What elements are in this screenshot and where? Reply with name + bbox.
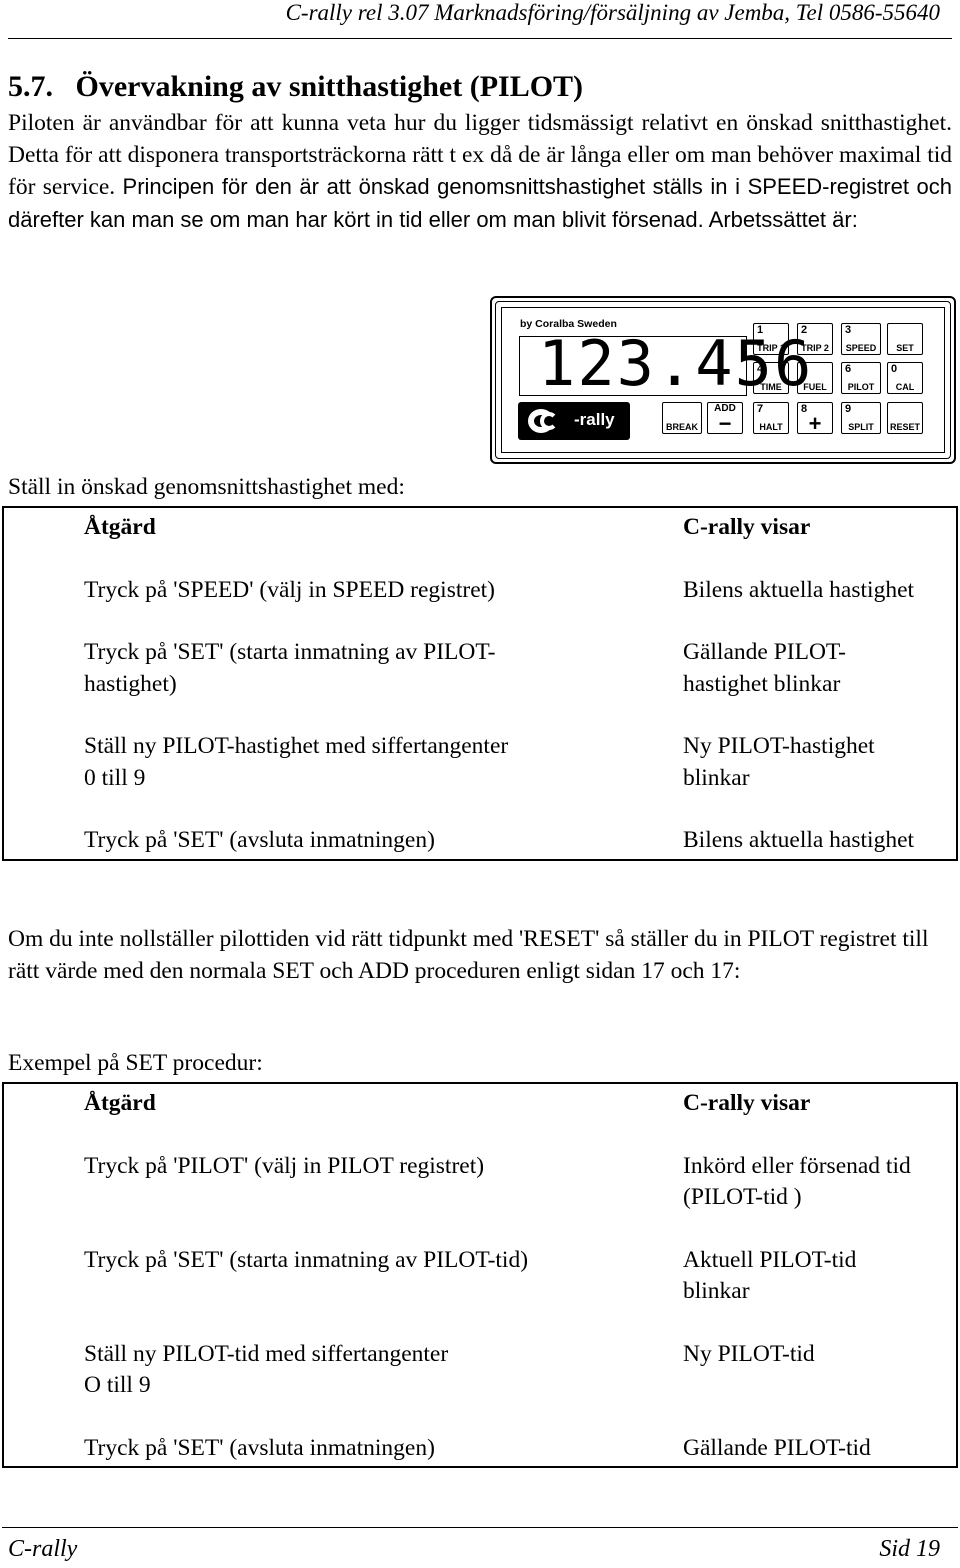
- intro-text-serif: Piloten är användbar för att kunna veta …: [8, 110, 952, 200]
- table-row: Tryck på 'SET' (starta inmatning av PILO…: [3, 1214, 957, 1308]
- key-time[interactable]: 4 TIME: [753, 362, 789, 394]
- logo-text: -rally: [574, 410, 615, 429]
- table-row: Tryck på 'SET' (avsluta inmatningen) Bil…: [3, 794, 957, 860]
- key-label: SET: [896, 343, 914, 353]
- table-row: Ställ ny PILOT-tid med siffertangenter O…: [3, 1308, 957, 1402]
- device-display: 123.456: [519, 327, 811, 400]
- key-number: 2: [801, 324, 808, 336]
- key-label: BREAK: [665, 422, 698, 432]
- key-set[interactable]: SET: [887, 323, 923, 355]
- key-add-minus[interactable]: ADD −: [707, 402, 743, 436]
- display-cell: Bilens aktuella hastighet: [683, 576, 915, 603]
- key-number: 0: [891, 363, 898, 375]
- display-cell: Bilens aktuella hastighet: [683, 827, 915, 853]
- table1-intro: Ställ in önskad genomsnittshastighet med…: [8, 474, 405, 500]
- action-cell: Tryck på 'SET' (starta inmatning av PILO…: [84, 639, 496, 697]
- section-title-text: Övervakning av snitthastighet (PILOT): [75, 70, 584, 103]
- logo-c-inner-icon: [540, 412, 558, 430]
- device-outer-frame: [490, 296, 956, 464]
- key-label: CAL: [895, 382, 915, 392]
- key-trip2[interactable]: 2 TRIP 2: [797, 323, 833, 355]
- key-label: PILOT: [847, 382, 875, 392]
- device-faceplate: by Coralba Sweden 123.456 -rally BREAK A…: [501, 307, 945, 453]
- key-label: TRIP 2: [801, 343, 829, 353]
- key-label: SPLIT: [848, 422, 874, 432]
- intro-paragraph: Piloten är användbar för att kunna veta …: [8, 108, 952, 236]
- footer-product: C-rally: [8, 1536, 78, 1562]
- table-row: Tryck på 'PILOT' (välj in PILOT registre…: [3, 1120, 957, 1214]
- key-label: TRIP 1: [757, 343, 785, 353]
- c-rally-logo: -rally: [518, 402, 630, 440]
- key-label: ADD: [714, 403, 736, 414]
- table-row: Ställ ny PILOT-hastighet med siffertange…: [3, 700, 957, 794]
- device-byline: by Coralba Sweden: [520, 318, 617, 330]
- section-title: 5.7. Övervakning av snitthastighet (PILO…: [8, 70, 583, 104]
- reset-paragraph: Om du inte nollställer pilottiden vid rä…: [8, 926, 929, 984]
- key-number: 7: [757, 403, 764, 415]
- table-header-row: Åtgärd C-rally visar: [3, 507, 957, 544]
- display-cell: Inkörd eller försenad tid (PILOT-tid ): [683, 1152, 911, 1211]
- key-plus[interactable]: 8 +: [797, 402, 833, 436]
- key-label: SPEED: [845, 343, 877, 353]
- header-rule: [8, 38, 952, 39]
- key-label: FUEL: [803, 382, 827, 392]
- key-number: 3: [845, 324, 852, 336]
- key-reset[interactable]: RESET: [887, 402, 923, 434]
- footer-rule: [2, 1527, 958, 1528]
- page-number: Sid 19: [879, 1536, 940, 1562]
- column-header-display: C-rally visar: [683, 1090, 811, 1116]
- key-number: 6: [845, 363, 852, 375]
- key-trip1[interactable]: 1 TRIP 1: [753, 323, 789, 355]
- key-pilot[interactable]: 6 PILOT: [841, 362, 881, 394]
- key-label: HALT: [759, 422, 783, 432]
- key-number: 1: [757, 324, 764, 336]
- action-cell: Tryck på 'SET' (avsluta inmatningen): [84, 827, 435, 853]
- key-break[interactable]: BREAK: [662, 402, 702, 434]
- key-number: 9: [845, 403, 852, 415]
- section-number: 5.7.: [8, 70, 53, 103]
- device-mid-frame: [495, 301, 951, 459]
- action-cell: Ställ ny PILOT-tid med siffertangenter O…: [84, 1340, 449, 1399]
- key-speed[interactable]: 3 SPEED: [841, 323, 881, 355]
- steps-table-speed: Åtgärd C-rally visar Tryck på 'SPEED' (v…: [2, 506, 958, 861]
- action-cell: Tryck på 'SPEED' (välj in SPEED registre…: [84, 576, 495, 603]
- table-row: Tryck på 'SET' (starta inmatning av PILO…: [3, 606, 957, 700]
- table-header-row: Åtgärd C-rally visar: [3, 1083, 957, 1120]
- action-cell: Tryck på 'SET' (avsluta inmatningen): [84, 1434, 435, 1461]
- page-header: C-rally rel 3.07 Marknadsföring/försäljn…: [285, 0, 940, 25]
- table-row: Tryck på 'SET' (avsluta inmatningen) Gäl…: [3, 1402, 957, 1468]
- display-cell: Gällande PILOT-tid: [683, 1434, 871, 1461]
- display-readout: 123.456: [538, 327, 814, 400]
- steps-table-pilot: Åtgärd C-rally visar Tryck på 'PILOT' (v…: [2, 1082, 958, 1468]
- key-label: TIME: [760, 382, 782, 392]
- intro-text-sans: Principen för den är att önskad genomsni…: [8, 174, 953, 232]
- column-header-action: Åtgärd: [84, 1090, 156, 1116]
- table-row: Tryck på 'SPEED' (välj in SPEED registre…: [3, 544, 957, 607]
- column-header-display: C-rally visar: [683, 514, 811, 540]
- key-number: 8: [801, 403, 808, 415]
- key-number: 5: [801, 363, 808, 375]
- display-cell: Ny PILOT-tid: [683, 1340, 815, 1367]
- key-halt[interactable]: 7 HALT: [753, 402, 789, 434]
- key-split[interactable]: 9 SPLIT: [841, 402, 881, 434]
- action-cell: Ställ ny PILOT-hastighet med siffertange…: [84, 733, 509, 791]
- key-label: RESET: [889, 422, 920, 432]
- action-cell: Tryck på 'SET' (starta inmatning av PILO…: [84, 1246, 529, 1273]
- action-cell: Tryck på 'PILOT' (välj in PILOT registre…: [84, 1152, 485, 1179]
- display-cell: Aktuell PILOT-tid blinkar: [683, 1246, 857, 1305]
- c-rally-device: by Coralba Sweden 123.456 -rally BREAK A…: [490, 296, 956, 464]
- display-cell: Gällande PILOT- hastighet blinkar: [683, 639, 846, 697]
- key-number: 4: [757, 363, 764, 375]
- plus-icon: +: [808, 411, 822, 436]
- key-fuel[interactable]: 5 FUEL: [797, 362, 833, 394]
- key-cal[interactable]: 0 CAL: [887, 362, 923, 394]
- display-cell: Ny PILOT-hastighet blinkar: [683, 733, 875, 791]
- column-header-action: Åtgärd: [84, 514, 156, 540]
- table2-intro: Exempel på SET procedur:: [8, 1050, 263, 1076]
- minus-icon: −: [718, 411, 732, 436]
